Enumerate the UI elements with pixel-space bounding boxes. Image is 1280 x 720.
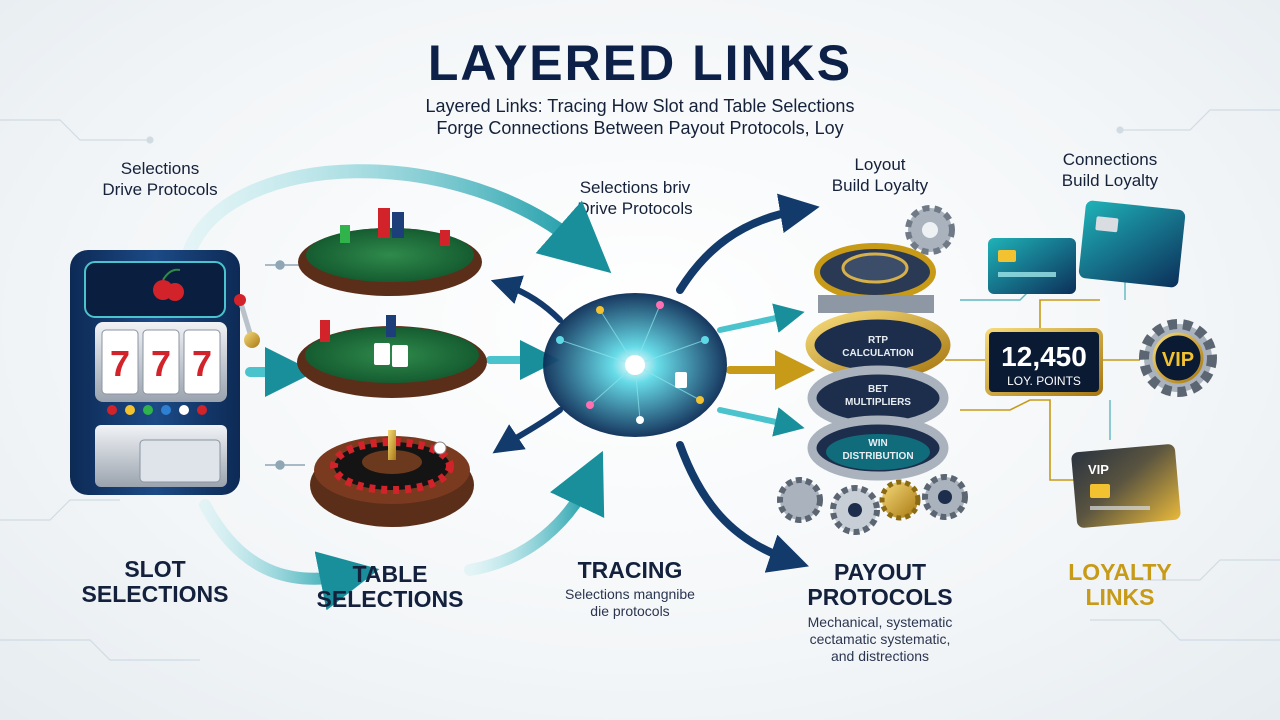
svg-text:CALCULATION: CALCULATION bbox=[842, 348, 913, 359]
circuit-background bbox=[0, 109, 1280, 661]
loyalty-card-teal-large bbox=[1078, 200, 1186, 288]
stage-payout: PAYOUT PROTOCOLS Mechanical, systematic … bbox=[770, 560, 990, 665]
svg-text:DISTRIBUTION: DISTRIBUTION bbox=[842, 451, 913, 462]
caption-loyalty-top: Connections Build Loyalty bbox=[1030, 149, 1190, 191]
svg-text:WIN: WIN bbox=[868, 438, 887, 449]
subtitle-line-2: Forge Connections Between Payout Protoco… bbox=[436, 118, 844, 138]
blackjack-table-middle bbox=[297, 315, 487, 398]
caption-left-line2: Drive Protocols bbox=[102, 180, 218, 199]
gear-stack bbox=[777, 243, 968, 535]
stage-loyalty-line1: LOYALTY bbox=[1068, 559, 1172, 585]
arrow-brain-to-payout bbox=[676, 441, 809, 573]
stage-table-line1: TABLE bbox=[352, 561, 428, 587]
connector-dots bbox=[265, 260, 305, 470]
page-title: LAYERED LINKS bbox=[427, 35, 853, 91]
caption-payout-line1: Loyout bbox=[854, 155, 906, 174]
reel-2: 7 bbox=[151, 343, 171, 384]
reel-3: 7 bbox=[192, 343, 212, 384]
stage-tracing: TRACING Selections mangnibe die protocol… bbox=[530, 558, 730, 620]
stage-payout-sub2: cectamatic systematic, bbox=[809, 631, 951, 647]
roulette-wheel bbox=[310, 430, 474, 527]
gear-layer-rtp: RTP CALCULATION bbox=[842, 335, 913, 359]
stage-payout-sub3: and distrections bbox=[830, 648, 930, 664]
caption-payout-top: Loyout Build Loyalty bbox=[800, 154, 960, 196]
stage-payout-line1: PAYOUT bbox=[833, 559, 927, 585]
stage-payout-sub1: Mechanical, systematic bbox=[807, 614, 953, 630]
reel-1: 7 bbox=[110, 343, 130, 384]
svg-text:BET: BET bbox=[868, 384, 888, 395]
stage-slot-line1: SLOT bbox=[124, 556, 186, 582]
stage-slot-line2: SELECTIONS bbox=[81, 581, 229, 607]
loyalty-card-teal-small bbox=[988, 238, 1076, 294]
stage-table-line2: SELECTIONS bbox=[316, 586, 464, 612]
loyalty-points-label: LOY. POINTS bbox=[1007, 374, 1081, 388]
arc-arrow-top bbox=[183, 164, 612, 274]
flow-arrows bbox=[183, 164, 820, 611]
slot-buttons bbox=[107, 405, 207, 415]
brain-network bbox=[543, 293, 727, 437]
stage-label-loyalty: LOYALTY LINKS bbox=[1020, 560, 1220, 610]
arc-arrow-tracing bbox=[464, 450, 605, 576]
subtitle-line-1: Layered Links: Tracing How Slot and Tabl… bbox=[425, 96, 855, 116]
arc-arrow-bottom bbox=[199, 499, 380, 611]
svg-text:MULTIPLIERS: MULTIPLIERS bbox=[845, 397, 911, 408]
arrow-brain-to-top-table bbox=[490, 275, 563, 323]
stage-loyalty-line2: LINKS bbox=[1085, 584, 1155, 610]
card-icon bbox=[675, 372, 687, 388]
vip-gear-badge: VIP bbox=[1139, 319, 1217, 397]
stage-tracing-sub1: Selections mangnibe bbox=[565, 586, 695, 602]
playing-card bbox=[374, 343, 390, 365]
arrow-brain-to-roulette bbox=[492, 407, 563, 454]
gear-top bbox=[905, 205, 955, 255]
arrow-brain-to-gears-low bbox=[717, 407, 805, 437]
caption-loyalty-line1: Connections bbox=[1062, 150, 1158, 169]
arrow-brain-to-gears-up bbox=[676, 193, 820, 294]
stage-label-slot: SLOT SELECTIONS bbox=[55, 557, 255, 607]
stage-tracing-sub2: die protocols bbox=[590, 603, 670, 619]
vip-card-text: VIP bbox=[1088, 462, 1109, 477]
poker-table-top bbox=[298, 208, 482, 296]
loyalty-points-value: 12,450 bbox=[1001, 341, 1087, 372]
arrow-brain-to-gears-mid bbox=[717, 303, 805, 333]
caption-payout-line2: Build Loyalty bbox=[831, 176, 929, 195]
svg-text:RTP: RTP bbox=[868, 335, 888, 346]
caption-left-top: Selections Drive Protocols bbox=[75, 158, 245, 200]
chip-stack bbox=[378, 208, 390, 238]
gear-layer-win: WIN DISTRIBUTION bbox=[842, 438, 913, 462]
caption-center-line1: Selections briv bbox=[579, 178, 691, 197]
stage-label-table: TABLE SELECTIONS bbox=[290, 562, 490, 612]
stage-tracing-label: TRACING bbox=[577, 557, 683, 583]
caption-loyalty-line2: Build Loyalty bbox=[1061, 171, 1159, 190]
vip-card-gold: VIP bbox=[1071, 444, 1181, 528]
gear-layer-bet: BET MULTIPLIERS bbox=[845, 384, 911, 408]
stage-payout-line2: PROTOCOLS bbox=[807, 584, 953, 610]
vip-badge-text: VIP bbox=[1162, 349, 1194, 371]
slot-machine: 7 7 7 bbox=[70, 250, 260, 495]
caption-left-line1: Selections bbox=[120, 159, 200, 178]
loyalty-points-panel: 12,450 LOY. POINTS bbox=[985, 328, 1103, 396]
